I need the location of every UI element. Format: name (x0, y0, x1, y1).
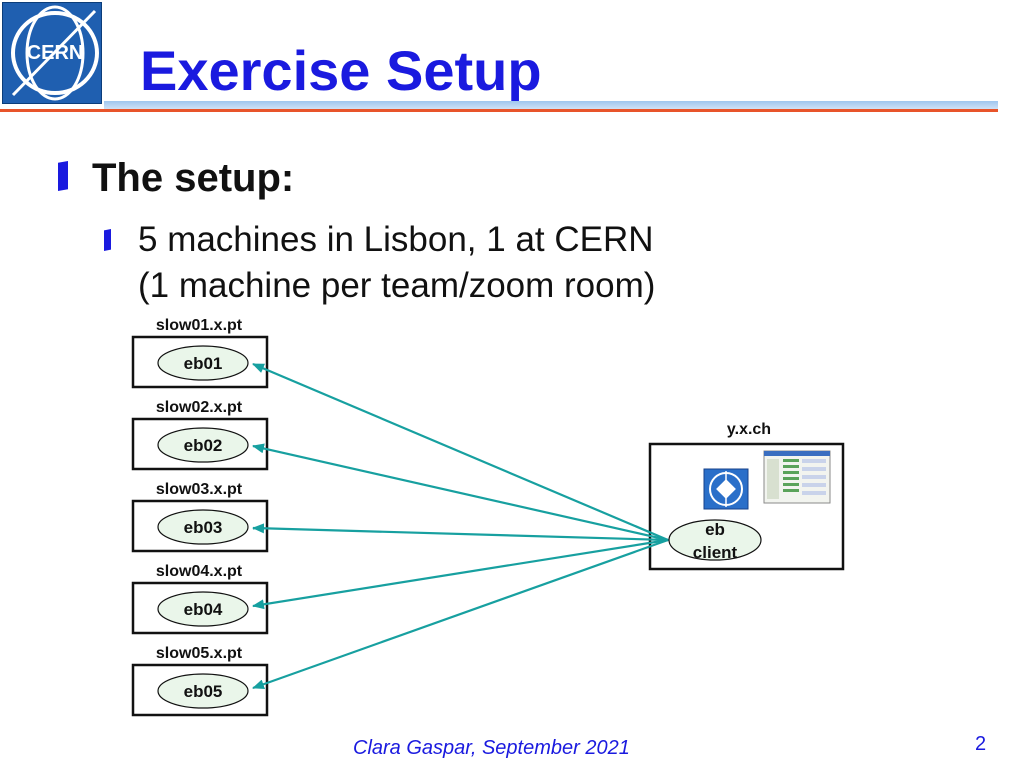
machine-host-label: slow05.x.pt (156, 645, 243, 662)
eb-node-label: eb03 (184, 518, 223, 537)
eb-node (157, 345, 249, 381)
arrow-eb01 (252, 362, 681, 549)
section-heading: The setup: (92, 156, 295, 200)
cern-logo: CERN (2, 2, 102, 104)
cern-logo-graphic: CERN (3, 3, 101, 103)
eb-client-label-line2: client (693, 543, 738, 562)
title-rule-red (0, 109, 998, 112)
machine-host-label: slow01.x.pt (156, 317, 243, 334)
title-rule-blue (104, 101, 998, 109)
eb-node-label: eb05 (184, 682, 223, 701)
bullet-marker (58, 161, 68, 191)
eb-node-label: eb04 (184, 600, 223, 619)
connection-arrows (252, 362, 681, 690)
page-number: 2 (975, 733, 987, 755)
eb-client-node (668, 519, 762, 561)
eb-node-label: eb01 (184, 354, 223, 373)
eb-node (157, 591, 249, 627)
slide-title: Exercise Setup (140, 39, 542, 102)
bullet-text-line1: 5 machines in Lisbon, 1 at CERN (138, 220, 654, 259)
eb-node (157, 509, 249, 545)
eb-node (157, 673, 249, 709)
machine-host-label: slow02.x.pt (156, 399, 243, 416)
eb-node (157, 427, 249, 463)
control-panel-icon (763, 450, 831, 504)
arrow-eb05 (252, 531, 681, 690)
machine-host-label: slow03.x.pt (156, 481, 243, 498)
footer-author-date: Clara Gaspar, September 2021 (353, 737, 630, 759)
arrow-eb04 (252, 533, 680, 610)
arrow-eb03 (252, 523, 680, 546)
eb-client-label-line1: eb (705, 520, 725, 539)
sub-bullet-marker (104, 229, 111, 251)
logo-text: CERN (27, 42, 84, 64)
bullet-text-line2: (1 machine per team/zoom room) (138, 266, 656, 305)
state-machine-icon (703, 468, 749, 510)
eb-node-label: eb02 (184, 436, 223, 455)
server-host-label: y.x.ch (727, 421, 771, 438)
machine-host-label: slow04.x.pt (156, 563, 243, 580)
arrow-eb02 (252, 443, 680, 548)
